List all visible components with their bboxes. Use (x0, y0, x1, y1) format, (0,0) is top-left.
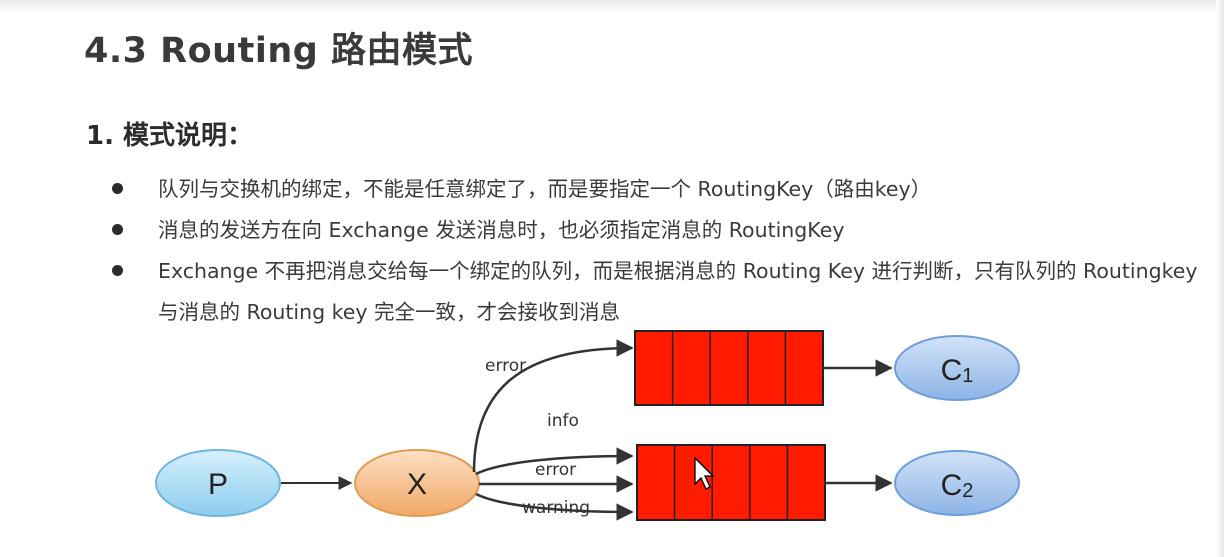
consumer-1-label: C1 (941, 354, 974, 387)
route-info-q2-arrow (475, 447, 634, 476)
bullet-item: 消息的发送方在向 Exchange 发送消息时，也必须指定消息的 Routing… (108, 210, 1198, 251)
bullet-text: 消息的发送方在向 Exchange 发送消息时，也必须指定消息的 Routing… (158, 218, 845, 242)
bullet-item: 队列与交换机的绑定，不能是任意绑定了，而是要指定一个 RoutingKey（路由… (108, 169, 1198, 210)
page-title: 4.3 Routing 路由模式 (84, 31, 473, 71)
consumer-1-main: C (941, 354, 963, 387)
route-error-q1-arrow (472, 339, 634, 473)
route-label-warning: warning (522, 498, 590, 518)
consumer-1-node (894, 335, 1020, 401)
route-warning-q2-arrow (475, 492, 634, 521)
queue-2 (636, 444, 826, 521)
route-label-error-q1: error (485, 356, 526, 376)
consumer-2-label: C2 (941, 469, 974, 502)
queue-1 (634, 330, 824, 406)
window-right-edge (1216, 0, 1224, 557)
bullet-item: Exchange 不再把消息交给每一个绑定的队列，而是根据消息的 Routing… (108, 251, 1198, 333)
exchange-label: X (407, 468, 427, 501)
bullet-list: 队列与交换机的绑定，不能是任意绑定了，而是要指定一个 RoutingKey（路由… (108, 169, 1198, 333)
producer-node (155, 449, 281, 517)
consumer-2-node (894, 450, 1020, 516)
bullet-text: 队列与交换机的绑定，不能是任意绑定了，而是要指定一个 RoutingKey（路由… (158, 177, 932, 201)
consumer-2-main: C (941, 469, 963, 502)
consumer-1-subscript: 1 (962, 365, 973, 387)
route-label-info: info (547, 411, 579, 431)
mouse-cursor-icon (694, 456, 715, 490)
window-top-gradient (0, 0, 1224, 14)
producer-label: P (208, 468, 228, 501)
section-heading: 1. 模式说明： (86, 121, 254, 151)
route-label-error-q2: error (535, 460, 576, 480)
consumer-2-subscript: 2 (962, 480, 973, 502)
bullet-text: Exchange 不再把消息交给每一个绑定的队列，而是根据消息的 Routing… (158, 259, 1205, 324)
